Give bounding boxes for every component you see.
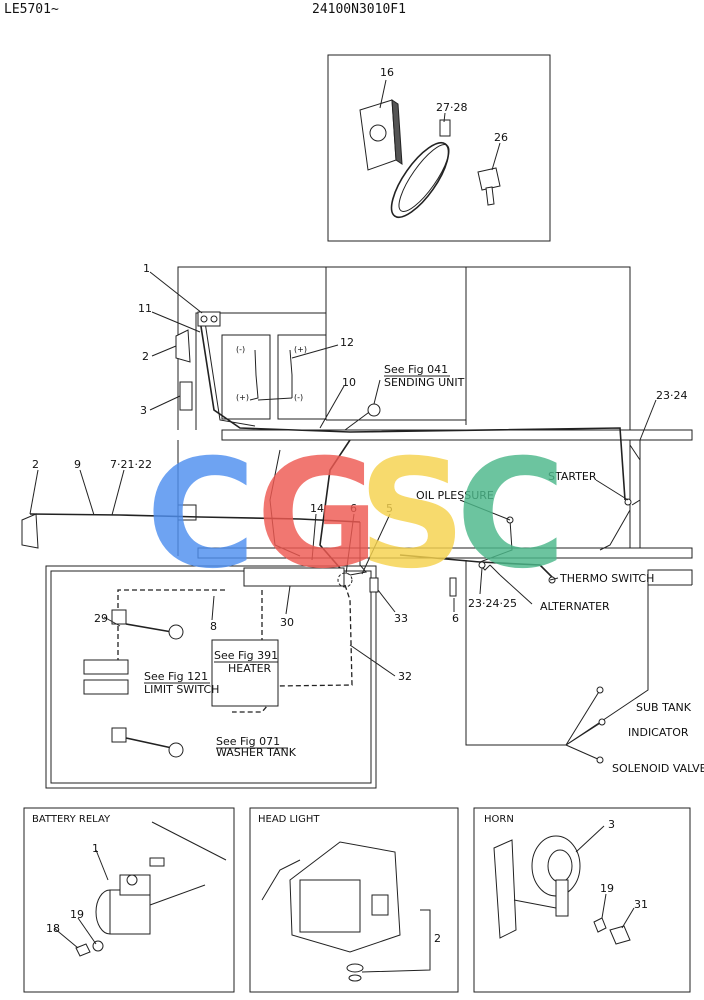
callout-33: 33 — [394, 612, 408, 625]
limit-switch-box — [83, 659, 129, 675]
callout-29: 29 — [94, 612, 108, 625]
label-oil-pressure: OIL PLESSURE — [416, 489, 494, 502]
inset-horn-callout-3: 3 — [608, 818, 615, 831]
callout-7-21-22: 7·21·22 — [110, 458, 152, 471]
washer-see: See Fig 071 — [216, 735, 280, 748]
callout-8: 8 — [210, 620, 217, 633]
callout-23-24-25: 23·24·25 — [468, 597, 517, 610]
watermark-letter-2: G — [256, 428, 379, 602]
limit-see: See Fig 121 — [144, 670, 208, 683]
label-indicator: INDICATOR — [628, 726, 689, 739]
sending-name: SENDING UNIT — [384, 376, 465, 389]
label-sub-tank: SUB TANK — [636, 701, 692, 714]
callout-16: 16 — [380, 66, 394, 79]
callout-3: 3 — [140, 404, 147, 417]
callout-26: 26 — [494, 131, 508, 144]
part-26-clip — [477, 167, 501, 206]
horn-detail — [493, 835, 631, 945]
watermark: C G S C — [146, 428, 566, 602]
callout-32: 32 — [398, 670, 412, 683]
inset-battery-relay — [23, 807, 235, 993]
inset-horn-callout-31: 31 — [634, 898, 648, 911]
heater-name: HEATER — [228, 662, 272, 675]
connector-33 — [369, 577, 379, 593]
inset-head-light-title: HEAD LIGHT — [258, 814, 320, 825]
inset-battery-relay-title: BATTERY RELAY — [32, 814, 111, 825]
watermark-letter-4: C — [456, 428, 566, 602]
head-light-detail — [261, 841, 401, 982]
battery-plus-2: (+) — [236, 393, 249, 402]
watermark-letter-1: C — [146, 428, 256, 602]
callout-2b: 2 — [32, 458, 39, 471]
limit-switch-box-2 — [83, 679, 129, 695]
callout-14: 14 — [310, 502, 324, 515]
inset-horn-callout-19: 19 — [600, 882, 614, 895]
callout-23-24-top: 23·24 — [656, 389, 688, 402]
label-starter: STARTER — [548, 470, 597, 483]
callout-12: 12 — [340, 336, 354, 349]
sending-see: See Fig 041 — [384, 363, 448, 376]
callout-9: 9 — [74, 458, 81, 471]
heater-box — [211, 639, 279, 707]
inset-head-light — [249, 807, 459, 993]
label-thermo-switch: THERMO SWITCH — [559, 572, 654, 585]
battery-minus-2: (-) — [294, 393, 303, 402]
part-27-band — [390, 119, 451, 218]
inset-br-callout-1: 1 — [92, 842, 99, 855]
callout-10: 10 — [342, 376, 356, 389]
horn-main — [179, 381, 193, 411]
heater-see: See Fig 391 — [214, 649, 278, 662]
connector-6b — [449, 577, 457, 597]
callout-30: 30 — [280, 616, 294, 629]
callout-1: 1 — [143, 262, 150, 275]
watermark-letter-3: S — [358, 428, 466, 602]
switch-lower — [111, 727, 184, 758]
label-solenoid-valve: SOLENOID VALVE — [612, 762, 704, 775]
switch-29 — [111, 609, 184, 640]
callout-5: 5 — [386, 502, 393, 515]
battery-minus-1: (-) — [236, 345, 245, 354]
callout-2a: 2 — [142, 350, 149, 363]
limit-name: LIMIT SWITCH — [144, 683, 219, 696]
sending-unit — [367, 403, 381, 417]
model-code: LE5701~ — [4, 2, 59, 17]
part-16-bracket — [359, 99, 403, 171]
headlight-left-front — [21, 513, 39, 549]
leader-lines — [29, 271, 657, 677]
connector-6 — [337, 572, 353, 588]
inset-br-callout-19: 19 — [70, 908, 84, 921]
inset-horn — [473, 807, 691, 993]
battery-relay-detail — [75, 821, 227, 957]
part-code: 24100N3010F1 — [312, 2, 406, 17]
washer-name: WASHER TANK — [216, 746, 297, 759]
battery-relay-main — [197, 311, 221, 327]
battery-plus-1: (+) — [294, 345, 307, 354]
inset-hl-callout-2: 2 — [434, 932, 441, 945]
callout-6a: 6 — [350, 502, 357, 515]
headlight-left-top — [175, 329, 191, 363]
callout-11: 11 — [138, 302, 152, 315]
callout-27-28: 27·28 — [436, 101, 468, 114]
label-alternater: ALTERNATER — [540, 600, 610, 613]
inset-br-callout-18: 18 — [46, 922, 60, 935]
inset-horn-title: HORN — [484, 814, 514, 825]
top-inset-frame — [327, 54, 551, 242]
callout-6b: 6 — [452, 612, 459, 625]
